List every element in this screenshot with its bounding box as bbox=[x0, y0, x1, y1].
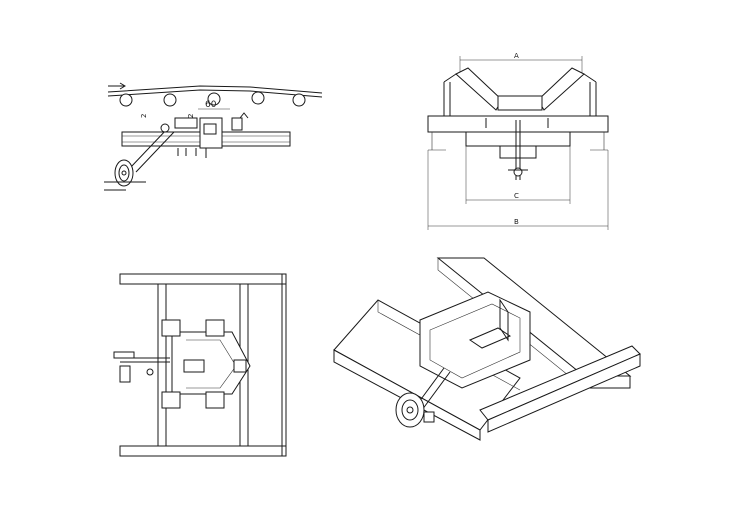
roller bbox=[163, 93, 177, 107]
hanger-pin bbox=[513, 167, 523, 177]
bracket-tr bbox=[205, 319, 225, 337]
roller bbox=[119, 93, 133, 107]
front-view: A C B bbox=[427, 52, 609, 230]
center-frame-inner bbox=[429, 303, 521, 379]
center-hub-iso bbox=[468, 327, 512, 349]
left-wing-roller bbox=[455, 67, 503, 111]
hanger-block bbox=[499, 145, 537, 159]
iso-wheel-bracket bbox=[423, 411, 435, 423]
stand-top bbox=[443, 73, 597, 83]
belt-line-lower bbox=[107, 89, 323, 98]
arrow-head bbox=[119, 82, 126, 90]
bolt-block bbox=[203, 123, 217, 135]
arm bbox=[120, 357, 170, 363]
cross-beam bbox=[427, 115, 609, 133]
arm-pivot bbox=[160, 123, 170, 133]
side-view: 60 2 2 bbox=[104, 82, 323, 191]
upright-plate bbox=[499, 298, 509, 342]
dim-60-label: 60 bbox=[205, 100, 217, 110]
roller bbox=[207, 92, 221, 106]
isometric-view bbox=[333, 257, 641, 441]
center-roller bbox=[497, 95, 543, 111]
mark-2b: 2 bbox=[187, 114, 195, 118]
edge-member bbox=[281, 274, 287, 456]
bolt-marks bbox=[485, 118, 549, 128]
wheel-block bbox=[119, 365, 131, 383]
dim-a-label: A bbox=[514, 52, 519, 60]
iso-axle bbox=[406, 406, 414, 414]
bracket-r bbox=[233, 359, 247, 373]
bottom-rail bbox=[119, 445, 287, 457]
bracket-bl bbox=[161, 391, 181, 409]
mark-2a: 2 bbox=[140, 114, 148, 118]
roller bbox=[251, 91, 265, 105]
bracket-tl bbox=[161, 319, 181, 337]
dim-ext-a bbox=[459, 56, 583, 76]
roller bbox=[292, 93, 306, 107]
iso-wheel-hub bbox=[401, 399, 419, 421]
bracket-ear bbox=[231, 117, 243, 131]
mount-plate bbox=[465, 131, 571, 147]
bracket-plate bbox=[174, 117, 198, 129]
dim-c-label: C bbox=[514, 192, 519, 200]
wheel-hub bbox=[118, 164, 130, 182]
left-member bbox=[157, 284, 167, 446]
swing-arm bbox=[129, 127, 175, 173]
lower-beam-side bbox=[487, 353, 641, 433]
right-wing-roller bbox=[537, 67, 585, 111]
center-hub bbox=[183, 359, 205, 373]
bracket-tab bbox=[239, 112, 249, 119]
top-view bbox=[113, 273, 287, 457]
bolt-studs bbox=[177, 148, 207, 158]
dim-b-label: B bbox=[514, 218, 519, 226]
arm-pin bbox=[146, 368, 154, 376]
bracket-br bbox=[205, 391, 225, 409]
belt-line bbox=[107, 85, 323, 94]
dim-ext-c bbox=[465, 146, 571, 204]
beam-legs bbox=[428, 132, 608, 151]
wheel-top bbox=[113, 351, 135, 359]
rear-beam-side bbox=[437, 258, 585, 389]
right-stand bbox=[589, 82, 597, 116]
top-rail bbox=[119, 273, 287, 285]
dim-ext-b bbox=[427, 150, 609, 230]
wheel-axle bbox=[121, 170, 127, 176]
left-stand bbox=[443, 82, 451, 116]
